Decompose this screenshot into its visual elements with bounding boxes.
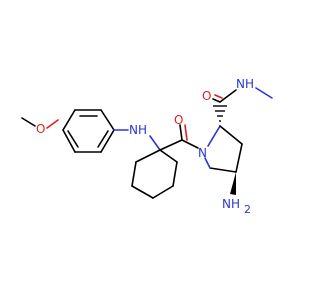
bond-c-amide-o-1 <box>212 98 221 103</box>
bond-co-1 <box>179 124 183 141</box>
atom-nh-aniline: NH <box>129 123 147 137</box>
atom-nh2-subscript: 2 <box>244 203 251 216</box>
bond-c2-c3 <box>219 125 243 145</box>
bond-co-2 <box>184 124 188 141</box>
bond-cq-carbonyl <box>159 139 183 151</box>
bond-cy-f <box>135 149 161 163</box>
bond-cy-d <box>131 185 154 199</box>
atom-nh2-amino: NH <box>222 197 240 211</box>
bond-ring1-c <box>100 109 115 131</box>
atom-n-pyrrolidine: N <box>198 146 207 160</box>
bond-ring1-a <box>62 109 76 131</box>
stereo-hash-c2 <box>213 105 227 122</box>
bond-cy-b <box>172 161 178 187</box>
atom-o-carbonyl-ring: O <box>174 113 183 127</box>
atom-o-methoxy: O <box>36 122 45 136</box>
bond-c4-c5 <box>209 167 237 173</box>
bond-amide-n-me <box>255 87 273 99</box>
atom-o-carbonyl-amide: O <box>202 89 211 103</box>
bond-ring1-f <box>62 129 76 153</box>
bond-c-amide-o-2 <box>214 94 223 99</box>
bond-nh-cq <box>149 135 161 151</box>
bond-c3-c4 <box>235 143 243 173</box>
bond-carbonyl-n <box>181 139 199 149</box>
bond-n-c2 <box>207 125 221 147</box>
bond-methyl-o <box>21 117 36 127</box>
bond-ring1-d <box>100 129 115 153</box>
bond-cy-e <box>131 161 137 187</box>
bond-o-ring <box>46 119 59 129</box>
bond-ring1-double-2 <box>97 130 109 148</box>
stereo-wedge-c4 <box>230 172 236 195</box>
bond-cy-a <box>159 149 178 163</box>
atom-nh-amide: NH <box>236 77 254 91</box>
bond-c-amide-n <box>219 89 237 103</box>
molecule-diagram: O NH O N O NH NH 2 <box>21 77 273 216</box>
bond-ring1-double-3 <box>67 130 79 148</box>
bond-cy-c <box>152 185 174 199</box>
structure-canvas: O NH O N O NH NH 2 <box>21 77 273 216</box>
bond-c5-n <box>204 157 211 169</box>
